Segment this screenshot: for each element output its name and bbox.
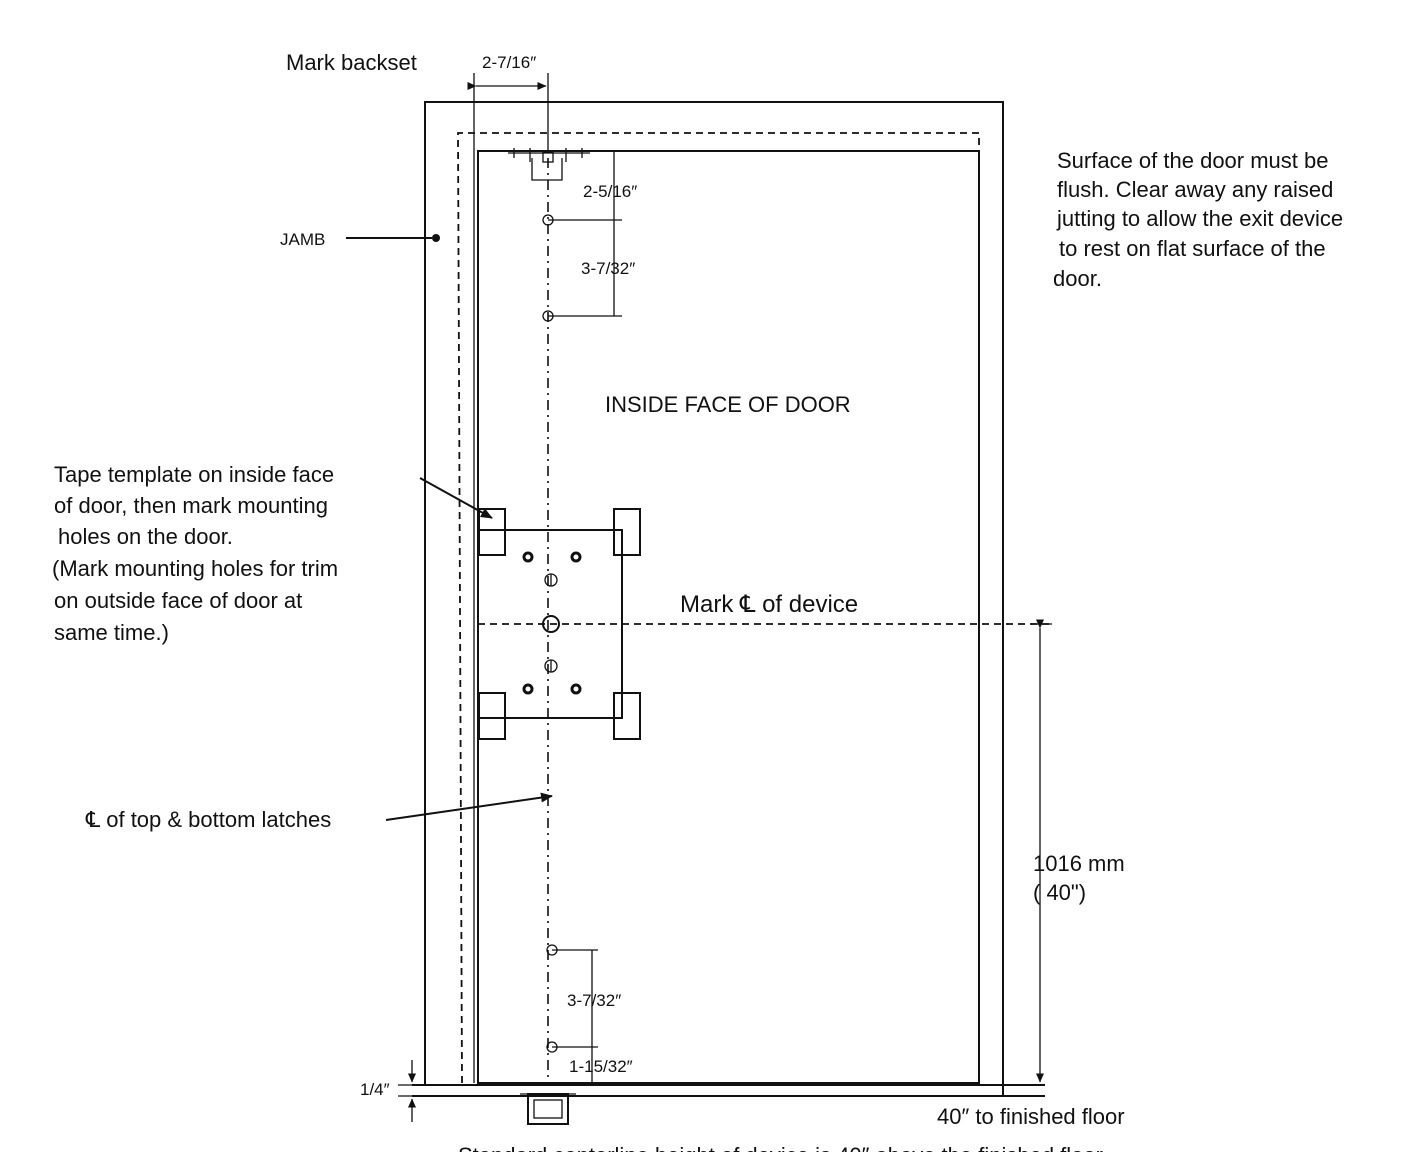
template-leader-arrow (419, 477, 493, 519)
height-in-label: ( 40") (1033, 880, 1086, 905)
mounting-hole (522, 683, 534, 695)
gap-dimension (398, 1060, 420, 1122)
svg-text:flush. Clear away any raised: flush. Clear away any raised (1057, 177, 1333, 202)
top-latch (508, 148, 590, 181)
latch-leader-arrow (385, 792, 553, 821)
latch-centerline-label: ℄ of top & bottom latches (85, 807, 331, 832)
svg-text:jutting to allow the exit devi: jutting to allow the exit device (1056, 206, 1343, 231)
svg-text:Surface of the door must be: Surface of the door must be (1057, 148, 1329, 173)
mark-backset-label: Mark backset (286, 50, 417, 75)
mark-device-centerline-label: Mark ℄ of device (680, 591, 858, 618)
bottom-caption: Standard centerline height of device is … (458, 1143, 1108, 1152)
surface-note: Surface of the door must be flush. Clear… (1053, 148, 1343, 291)
mounting-hole (570, 683, 582, 695)
inside-face-label: INSIDE FACE OF DOOR (605, 392, 851, 417)
top-dim-1-label: 2-5/16″ (583, 182, 637, 201)
jamb-label: JAMB (280, 230, 325, 249)
bottom-dimension-lines (552, 949, 598, 1085)
floor-lines (412, 1084, 1045, 1097)
svg-text:of door, then mark mounting: of door, then mark mounting (54, 493, 328, 518)
height-dimension (1030, 619, 1052, 1083)
svg-text:(Mark mounting holes for trim: (Mark mounting holes for trim (52, 556, 338, 581)
mounting-hole (570, 551, 582, 563)
svg-text:door.: door. (1053, 266, 1102, 291)
mounting-hole (522, 551, 534, 563)
svg-text:to rest on flat surface of the: to rest on flat surface of the (1059, 236, 1326, 261)
bottom-dim-1-label: 3-7/32″ (567, 991, 621, 1010)
top-dim-2-label: 3-7/32″ (581, 259, 635, 278)
bottom-dim-2-label: 1-15/32″ (569, 1057, 633, 1076)
gap-dim-label: 1/4″ (360, 1080, 390, 1099)
backset-dim-label: 2-7/16″ (482, 53, 536, 72)
tape-note: Tape template on inside face of door, th… (52, 462, 338, 645)
svg-text:holes on the door.: holes on the door. (58, 524, 233, 549)
svg-text:on outside face of door at: on outside face of door at (54, 588, 302, 613)
finished-floor-label: 40″ to finished floor (937, 1104, 1125, 1129)
bottom-latch (520, 1093, 576, 1125)
jamb-leader (346, 234, 440, 242)
svg-text:Tape template on inside face: Tape template on inside face (54, 462, 334, 487)
height-mm-label: 1016 mm (1033, 851, 1125, 876)
svg-text:same time.): same time.) (54, 620, 169, 645)
top-dimension-lines (548, 151, 622, 317)
door-frame (424, 73, 1004, 1096)
